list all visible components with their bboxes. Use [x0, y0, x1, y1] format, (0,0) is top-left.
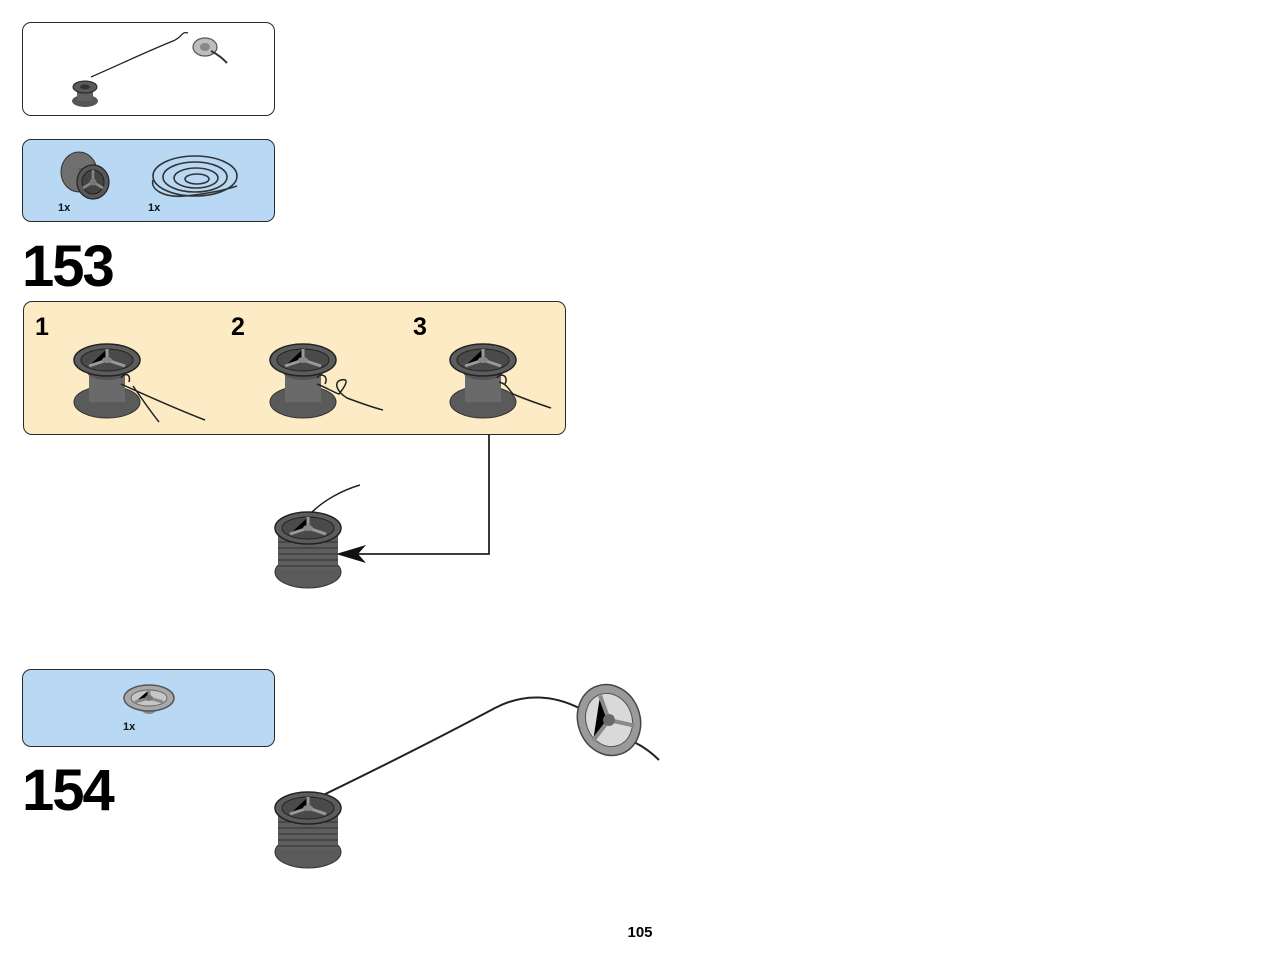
string-coil-icon	[151, 155, 238, 198]
spool-tying-string-illustration-3	[449, 343, 552, 419]
quantity-label: 1x	[58, 202, 71, 214]
sub-steps-callout: 1 2 3	[23, 301, 566, 435]
page-number: 105	[627, 924, 653, 941]
wheel-pulley-icon	[123, 684, 175, 714]
parts-list-step-154: 1x	[22, 669, 275, 747]
sub-step-number-2: 2	[231, 313, 245, 341]
quantity-label: 1x	[148, 202, 161, 214]
sub-step-number-3: 3	[413, 313, 427, 341]
spool-with-string-and-wheel-illustration	[72, 31, 228, 107]
spool-string-wheel-illustration	[274, 683, 660, 869]
wound-spool-illustration	[274, 484, 361, 589]
step-number-154: 154	[22, 758, 115, 823]
spool-icon	[60, 151, 110, 200]
parts-list-step-153: 1x 1x	[22, 139, 275, 222]
spool-tying-string-illustration-2	[269, 343, 384, 419]
subassembly-preview-box	[22, 22, 275, 116]
quantity-label: 1x	[123, 721, 136, 733]
spool-tying-string-illustration-1	[73, 343, 206, 423]
sub-step-number-1: 1	[35, 313, 49, 341]
step-number-153: 153	[22, 234, 115, 299]
